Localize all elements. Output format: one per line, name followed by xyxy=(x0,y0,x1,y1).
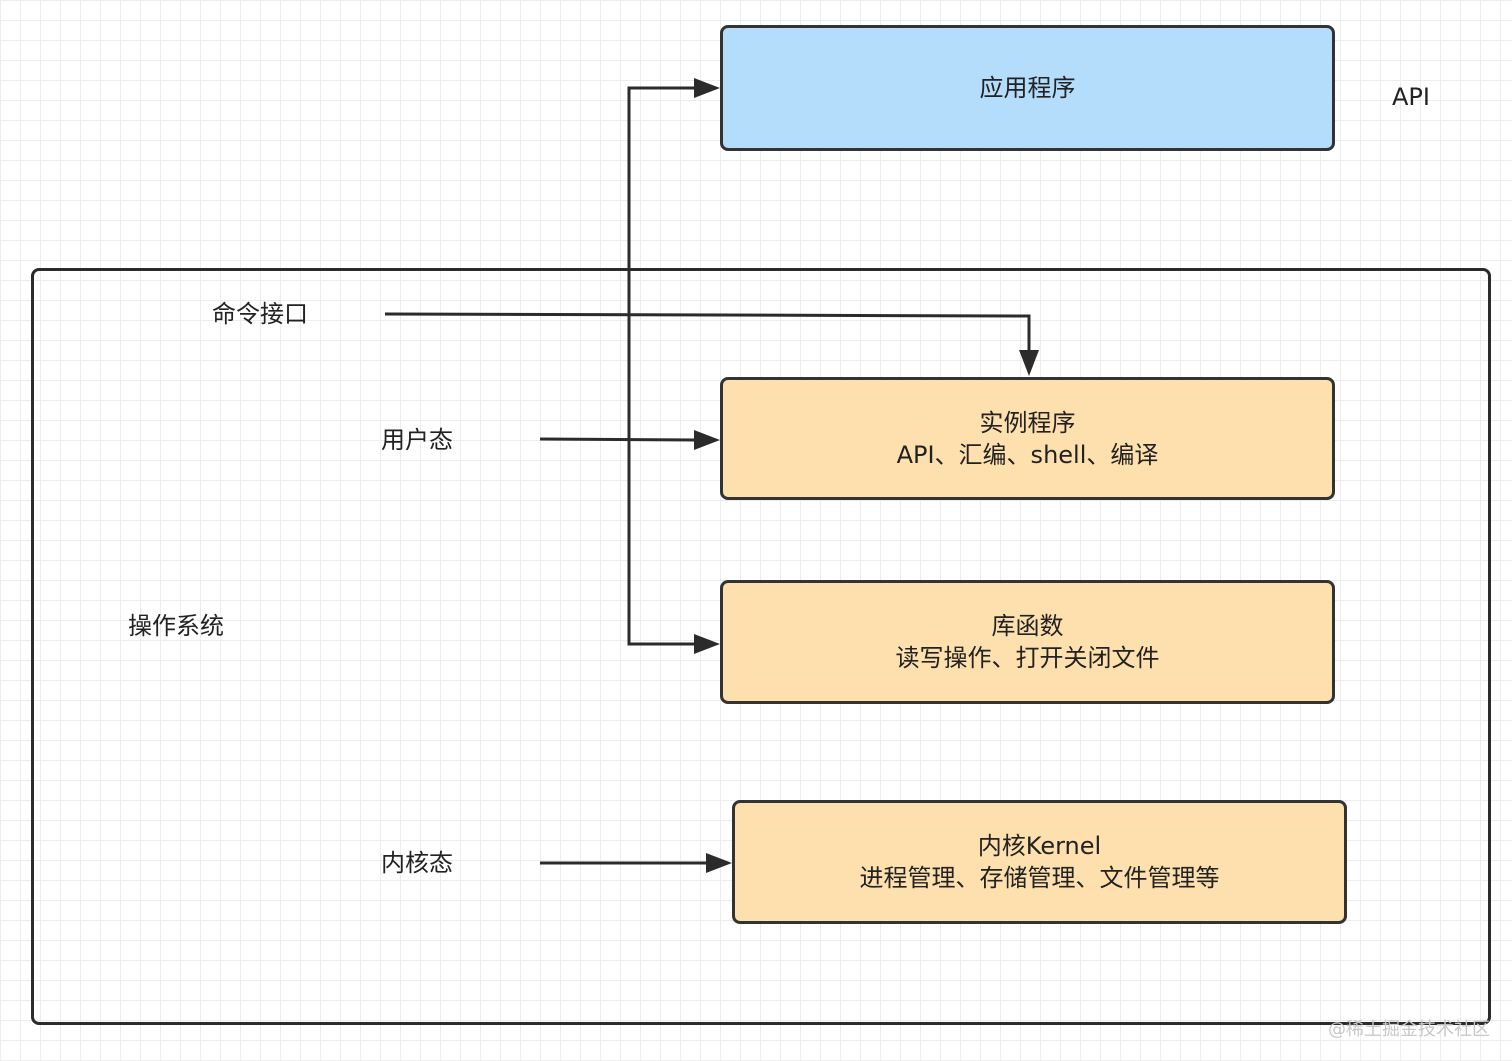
operating-system-label: 操作系统 xyxy=(128,612,224,640)
kernel-detail: 进程管理、存储管理、文件管理等 xyxy=(859,864,1220,892)
command-interface-label: 命令接口 xyxy=(212,300,308,328)
kernel-mode-label: 内核态 xyxy=(381,849,453,877)
arrowhead-to-application xyxy=(694,78,720,98)
arrowhead-to-example-programs-top xyxy=(1019,350,1039,376)
api-label: API xyxy=(1392,83,1430,111)
connector-command-interface xyxy=(384,312,1031,352)
example-programs-title: 实例程序 xyxy=(979,408,1076,437)
kernel-title: 内核Kernel xyxy=(977,832,1102,860)
connector-library-to-application xyxy=(627,86,696,646)
application-title: 应用程序 xyxy=(979,74,1076,102)
library-functions-title: 库函数 xyxy=(991,612,1064,640)
library-functions-detail: 读写操作、打开关闭文件 xyxy=(895,644,1160,672)
connector-user-mode xyxy=(539,437,697,442)
application-box: 应用程序 xyxy=(720,25,1335,151)
arrowhead-to-example-programs xyxy=(694,430,720,450)
operating-system-frame xyxy=(31,268,1491,1025)
user-mode-label: 用户态 xyxy=(381,426,453,454)
kernel-box: 内核Kernel 进程管理、存储管理、文件管理等 xyxy=(732,800,1347,924)
watermark: @稀土掘金技术社区 xyxy=(1328,1019,1490,1040)
arrowhead-to-kernel xyxy=(706,853,732,873)
library-functions-box: 库函数 读写操作、打开关闭文件 xyxy=(720,580,1335,704)
example-programs-box: 实例程序 API、汇编、shell、编译 xyxy=(720,377,1335,500)
example-programs-detail: API、汇编、shell、编译 xyxy=(896,440,1159,469)
arrowhead-to-library-functions xyxy=(694,634,720,654)
